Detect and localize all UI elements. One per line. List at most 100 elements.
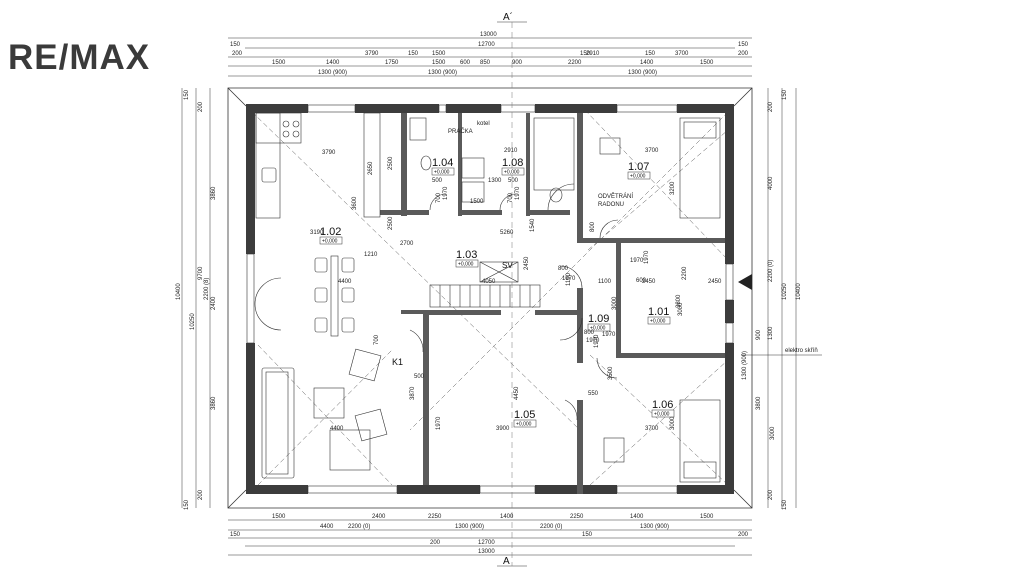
inner-dim: 4400 xyxy=(330,426,344,432)
room-level-1-01: +0,000 xyxy=(650,319,666,325)
dim-left: 150 xyxy=(184,499,190,510)
dim-bot-seg: 2250 xyxy=(428,514,442,520)
room-level-1-08: +0,000 xyxy=(504,170,520,176)
dim-left: 200 xyxy=(198,489,204,500)
dim-top-sub: 600 xyxy=(460,60,471,66)
inner-dim: 3500 xyxy=(608,366,614,380)
inner-dim: 2450 xyxy=(642,279,656,285)
dim-top-sub: 900 xyxy=(512,60,523,66)
inner-dim: 2450 xyxy=(524,256,530,270)
room-id-1-05: 1.05 xyxy=(514,409,535,421)
kitchen xyxy=(255,112,381,219)
dim-top-r1r-b: 200 xyxy=(738,51,749,57)
room-level-box xyxy=(501,167,525,176)
inner-dim: 1970 xyxy=(602,332,616,338)
dim-bot-total: 13000 xyxy=(478,549,495,555)
section-arrows xyxy=(738,274,752,290)
dim-top-sub: 1500 xyxy=(272,60,286,66)
dim-bot-sub: 4400 xyxy=(320,524,334,530)
dim-left: 10250 xyxy=(190,313,196,330)
inner-dim: 1970 xyxy=(644,250,650,264)
living-furniture xyxy=(261,348,388,479)
inner-dim: 3000 xyxy=(678,302,684,316)
beds xyxy=(599,117,721,483)
inner-dim: 500 xyxy=(414,374,425,380)
room-id-1-03: 1.03 xyxy=(456,249,477,261)
room-level-1-06: +0,000 xyxy=(654,412,670,418)
dim-top-inner: 12700 xyxy=(478,42,495,48)
dim-top-sub: 1500 xyxy=(700,60,714,66)
dim-right: 150 xyxy=(782,499,788,510)
radon-note-2: RADONU xyxy=(598,202,624,208)
inner-dim: 800 xyxy=(584,330,595,336)
room-level-box xyxy=(319,236,343,245)
dim-right: 1300 xyxy=(768,326,774,340)
dim-bot-r: 200 xyxy=(738,532,749,538)
inner-dim: 600 xyxy=(636,278,647,284)
inner-dim: 1500 xyxy=(470,199,484,205)
inner-dim: 3600 xyxy=(352,196,358,210)
sv-label: SV xyxy=(502,261,513,270)
inner-dim: 500 xyxy=(508,178,519,184)
inner-dim: 700 xyxy=(508,192,514,203)
inner-dim: 2500 xyxy=(388,156,394,170)
inner-dim: 1300 xyxy=(488,178,502,184)
dim-bot-sub: 2200 (0) xyxy=(348,524,370,530)
inner-dim: 1970 xyxy=(443,186,449,200)
windows xyxy=(246,104,734,494)
room-id-1-01: 1.01 xyxy=(648,306,669,318)
room-level-1-02: +0,000 xyxy=(322,239,338,245)
door-swings xyxy=(254,183,619,421)
dim-right: 200 xyxy=(768,101,774,112)
inner-dim: 2910 xyxy=(504,148,518,154)
room-level-box xyxy=(647,316,671,325)
room-id-1-04: 1.04 xyxy=(432,157,453,169)
radon-note-1: ODVĚTRÁNÍ xyxy=(598,192,633,200)
room-level-box xyxy=(455,259,479,268)
inner-dim: 2650 xyxy=(368,161,374,175)
dim-top-r1-b: 200 xyxy=(232,51,243,57)
perimeter-outline xyxy=(227,87,753,509)
dim-bot-r: 200 xyxy=(430,540,441,546)
dim-bot-r: 150 xyxy=(582,532,593,538)
dim-right: 1300 (900) xyxy=(742,351,748,380)
dim-top-sub: 850 xyxy=(480,60,491,66)
inner-dim: 700 xyxy=(374,334,380,345)
inner-dim: 1100 xyxy=(598,279,612,285)
dim-right: 10400 xyxy=(796,283,802,300)
dim-bot-inner: 12700 xyxy=(478,540,495,546)
inner-dim: 3900 xyxy=(496,426,510,432)
inner-dim: 3000 xyxy=(612,296,618,310)
remax-logo: RE/MAX xyxy=(8,38,151,77)
dimension-lines xyxy=(181,21,822,567)
room-level-1-03: +0,000 xyxy=(458,262,474,268)
dining-set xyxy=(314,255,355,337)
room-level-1-09: +0,000 xyxy=(590,326,606,332)
room-level-1-04: +0,000 xyxy=(434,170,450,176)
inner-dim: 1100 xyxy=(566,272,572,286)
dim-right: 150 xyxy=(782,89,788,100)
dim-bot-seg: 1500 xyxy=(700,514,714,520)
room-id-1-02: 1.02 xyxy=(320,226,341,238)
room-level-box xyxy=(513,419,537,428)
dim-left: 150 xyxy=(184,89,190,100)
dim-top-sub: 1400 xyxy=(326,60,340,66)
k1-label: K1 xyxy=(392,357,403,367)
dim-bot-seg: 2250 xyxy=(570,514,584,520)
inner-dim: 3200 xyxy=(670,181,676,195)
room-id-1-07: 1.07 xyxy=(628,161,649,173)
inner-dim: 3700 xyxy=(645,148,659,154)
section-mark-top: A´ xyxy=(503,11,513,23)
bath-fixtures xyxy=(409,117,575,203)
dim-bot-sub: 2200 (0) xyxy=(540,524,562,530)
inner-dim: 1970 xyxy=(515,186,521,200)
dim-top-seg: 150 xyxy=(408,51,419,57)
inner-dim: 2700 xyxy=(400,241,414,247)
inner-dim: 2450 xyxy=(708,279,722,285)
dim-right: 10250 xyxy=(782,283,788,300)
inner-dim: 3790 xyxy=(322,150,336,156)
inner-dim: 3190 xyxy=(310,230,324,236)
dim-left: 3860 xyxy=(211,186,217,200)
dim-top-seg: 1500 xyxy=(432,51,446,57)
